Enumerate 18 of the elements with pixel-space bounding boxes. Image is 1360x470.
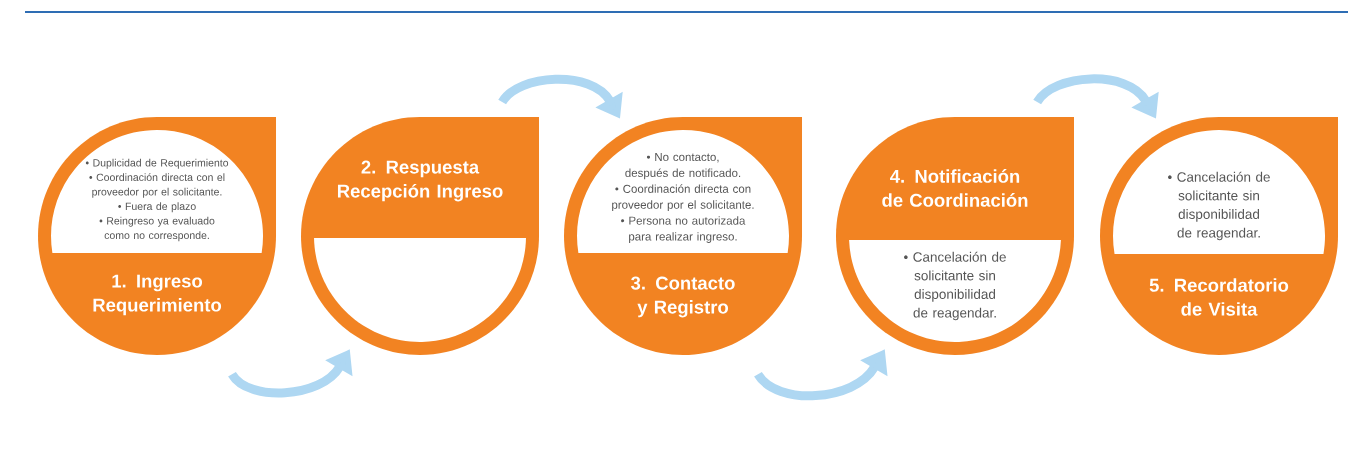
node-label: • Reingreso ya evaluado como no corresponde. <box>99 216 215 242</box>
step-title: 4. Notificación de Coordinación <box>882 169 1028 207</box>
bullet-list: • Cancelación de solicitante sin disponibilidad de reagendar. <box>1168 171 1270 241</box>
bullet-list: • No contacto, después de notificado. • Coordinación directa con proveedor por el solicitante. • Persona no autorizada para realizar ingreso. <box>612 153 754 243</box>
bullet-list: • Cancelación de solicitante sin disponibilidad de reagendar. <box>904 251 1006 321</box>
step-drop <box>564 117 802 355</box>
step-drop <box>301 117 539 355</box>
step-title: 2. Respuesta Recepción Ingreso <box>338 160 503 202</box>
node-label: • Coordinación directa con el proveedor por el solicitante. <box>89 173 225 198</box>
step-drop <box>836 117 1074 355</box>
step-drop <box>1100 117 1338 355</box>
step-title: 1. Ingreso Requerimiento <box>93 274 222 316</box>
node-label: • Duplicidad de Requerimiento <box>85 158 229 169</box>
node-label: • Fuera de plazo <box>118 202 196 213</box>
bullet-list: • Duplicidad de Requerimiento • Coordinación directa con el proveedor por el solicitante. • Fuera de plazo • Reingreso ya evaluado como no corresponde. <box>85 158 229 242</box>
step-title: 3. Contacto y Registro <box>631 276 735 318</box>
step-drop <box>38 117 276 355</box>
step-title: 5. Recordatorio de Visita <box>1149 278 1289 316</box>
